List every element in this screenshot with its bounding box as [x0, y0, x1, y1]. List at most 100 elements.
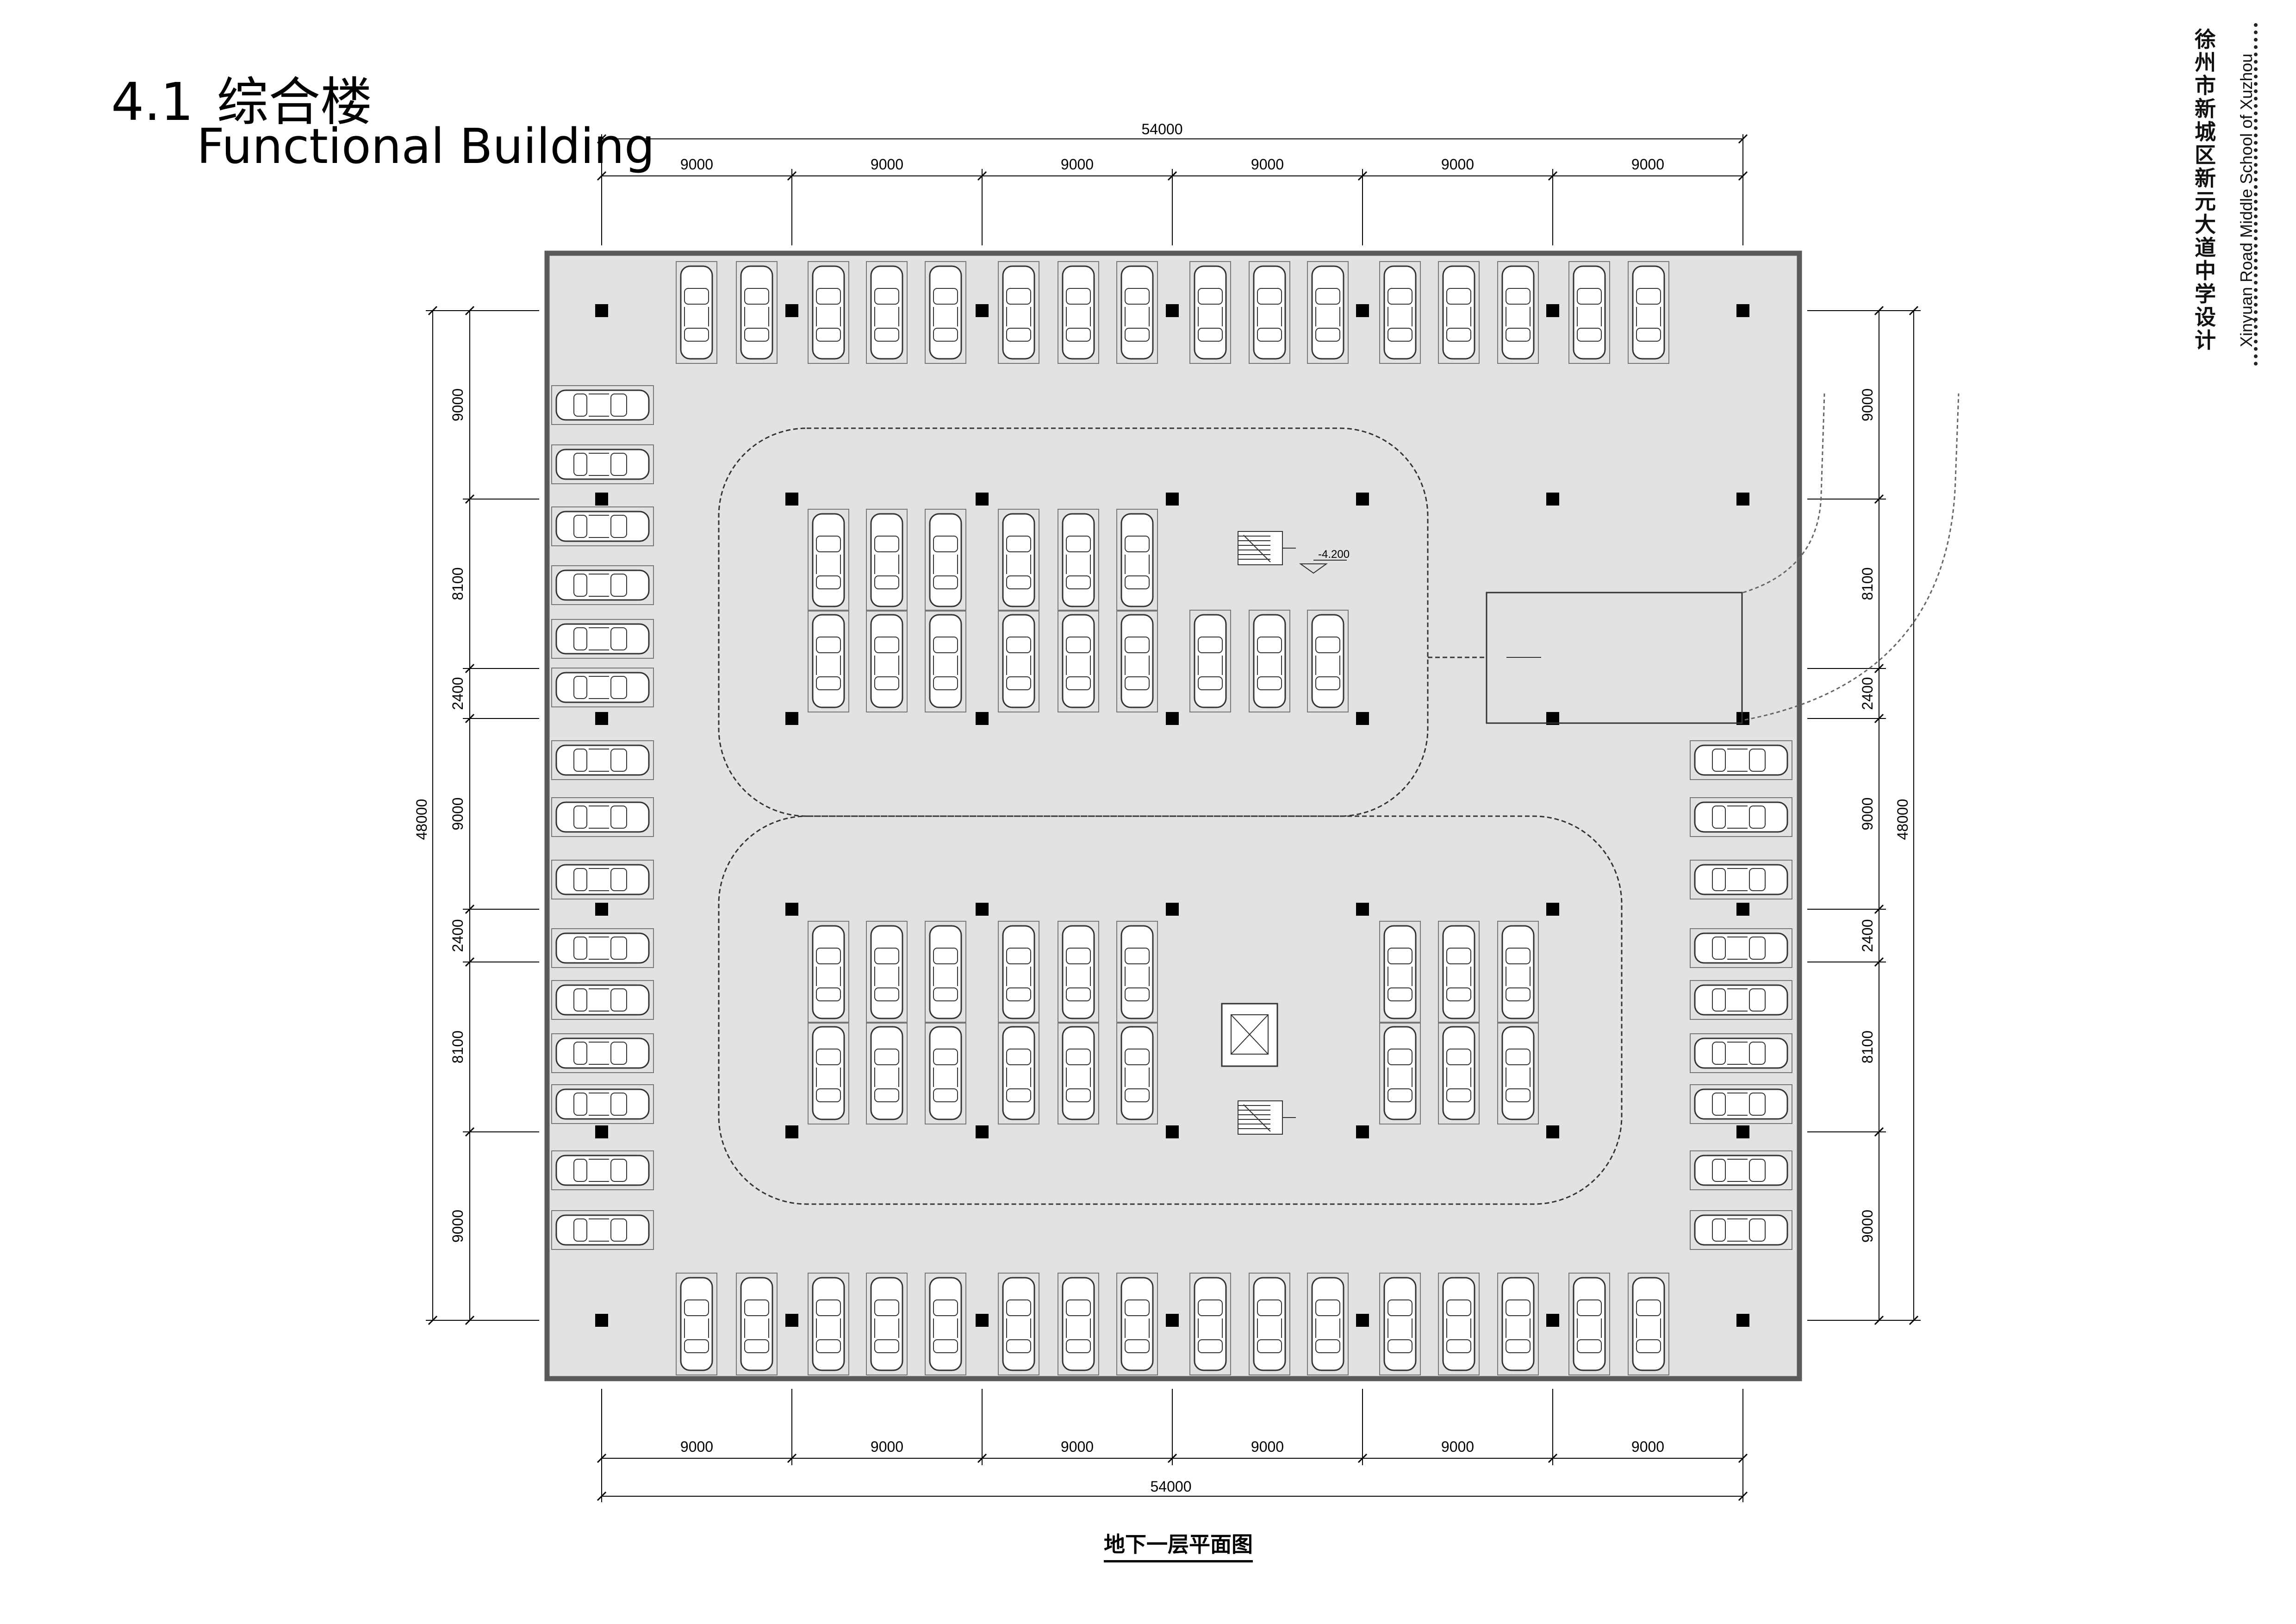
car-body [1002, 513, 1035, 607]
column [1736, 903, 1749, 916]
car-body [1062, 925, 1095, 1019]
car-body [1120, 614, 1154, 708]
car-rear-window [573, 1042, 587, 1065]
car-rear-window [1712, 806, 1726, 829]
dim-tick [977, 171, 987, 181]
stall-outline [925, 1273, 966, 1375]
dim-tick [1874, 957, 1884, 967]
car-windshield [1388, 1299, 1412, 1316]
dim-tick [1909, 1315, 1919, 1325]
dim-label: 9000 [871, 156, 903, 173]
stall-outline [998, 1022, 1039, 1124]
column [976, 493, 989, 506]
car-rear-window [816, 1088, 841, 1102]
car-body [1573, 1277, 1606, 1371]
car-windshield [744, 1299, 769, 1316]
car-windshield [684, 1299, 709, 1316]
dim-tick [597, 171, 607, 181]
column [1736, 1125, 1749, 1138]
stall-outline [676, 261, 717, 364]
car-rear-window [1066, 1088, 1091, 1102]
car-rear-window [573, 1093, 587, 1116]
parked-car [1058, 1022, 1099, 1124]
dim-tick [597, 1453, 607, 1463]
car-body [870, 513, 903, 607]
car-body [1311, 1277, 1344, 1371]
car-body [1383, 925, 1417, 1019]
car-rear-window [573, 806, 587, 829]
car-rear-window [1257, 1339, 1282, 1353]
parked-car [925, 1273, 966, 1375]
parked-car [925, 1022, 966, 1124]
car-windshield [1749, 868, 1766, 891]
dim-tick [787, 171, 797, 181]
car-body [929, 614, 962, 708]
car-windshield [1749, 1042, 1766, 1065]
dim-tick [977, 1453, 987, 1463]
car-body [740, 1277, 773, 1371]
car-body [1311, 265, 1344, 360]
dim-tick [1738, 1453, 1748, 1463]
car-rear-window [933, 1088, 958, 1102]
stall-outline [866, 1022, 908, 1124]
car-windshield [610, 1093, 627, 1116]
car-windshield [933, 948, 958, 964]
car-windshield [1006, 288, 1031, 305]
dim-tick [1167, 1453, 1177, 1463]
vertical-circulation: -4.200 [1221, 531, 1350, 1135]
car-body [1194, 1277, 1227, 1371]
parked-car [676, 261, 717, 364]
stall-outline [1379, 921, 1421, 1024]
column [595, 1125, 608, 1138]
column [1356, 1125, 1369, 1138]
column [1356, 1314, 1369, 1327]
column [976, 712, 989, 725]
car-windshield [933, 637, 958, 653]
level-marker [1299, 563, 1328, 574]
car-body [1383, 1026, 1417, 1120]
stall-outline [1058, 261, 1099, 364]
stall-outline [808, 610, 849, 712]
car-windshield [1257, 288, 1282, 305]
car-body [870, 1026, 903, 1120]
parked-car [998, 610, 1039, 712]
car-rear-window [1066, 575, 1091, 589]
parked-car [808, 1273, 849, 1375]
stall-outline [925, 1022, 966, 1124]
car-body [555, 932, 650, 964]
column [1166, 1314, 1179, 1327]
car-windshield [1749, 988, 1766, 1012]
stall-outline [1568, 261, 1610, 364]
car-windshield [1066, 536, 1091, 552]
car-rear-window [816, 328, 841, 342]
parked-car [1497, 921, 1539, 1024]
car-windshield [1388, 948, 1412, 964]
car-windshield [1125, 536, 1150, 552]
car-rear-window [874, 987, 899, 1001]
column [785, 304, 798, 317]
car-rear-window [1506, 1339, 1531, 1353]
car-rear-window [1125, 328, 1150, 342]
car-rear-window [933, 1339, 958, 1353]
parked-car [1307, 261, 1349, 364]
car-windshield [1257, 637, 1282, 653]
parked-car [866, 610, 908, 712]
dim-label: 2400 [1859, 677, 1876, 710]
stall-outline [1497, 921, 1539, 1024]
car-windshield [610, 1218, 627, 1242]
stall-outline [551, 444, 654, 484]
project-name-cn: 徐州市新城区新元大道中学设计 [2195, 27, 2216, 353]
parked-car [1497, 1273, 1539, 1375]
car-body [555, 672, 650, 703]
column [785, 493, 798, 506]
stall-outline [1249, 261, 1290, 364]
dim-label: 48000 [413, 799, 430, 840]
dim-label: 2400 [1859, 919, 1876, 952]
stall-outline [676, 1273, 717, 1375]
dim-tick [597, 1491, 607, 1501]
car-rear-window [1315, 1339, 1340, 1353]
car-body [1120, 513, 1154, 607]
parked-car [1690, 1210, 1792, 1250]
dim-label: 9000 [449, 1210, 466, 1243]
parked-car [1568, 261, 1610, 364]
